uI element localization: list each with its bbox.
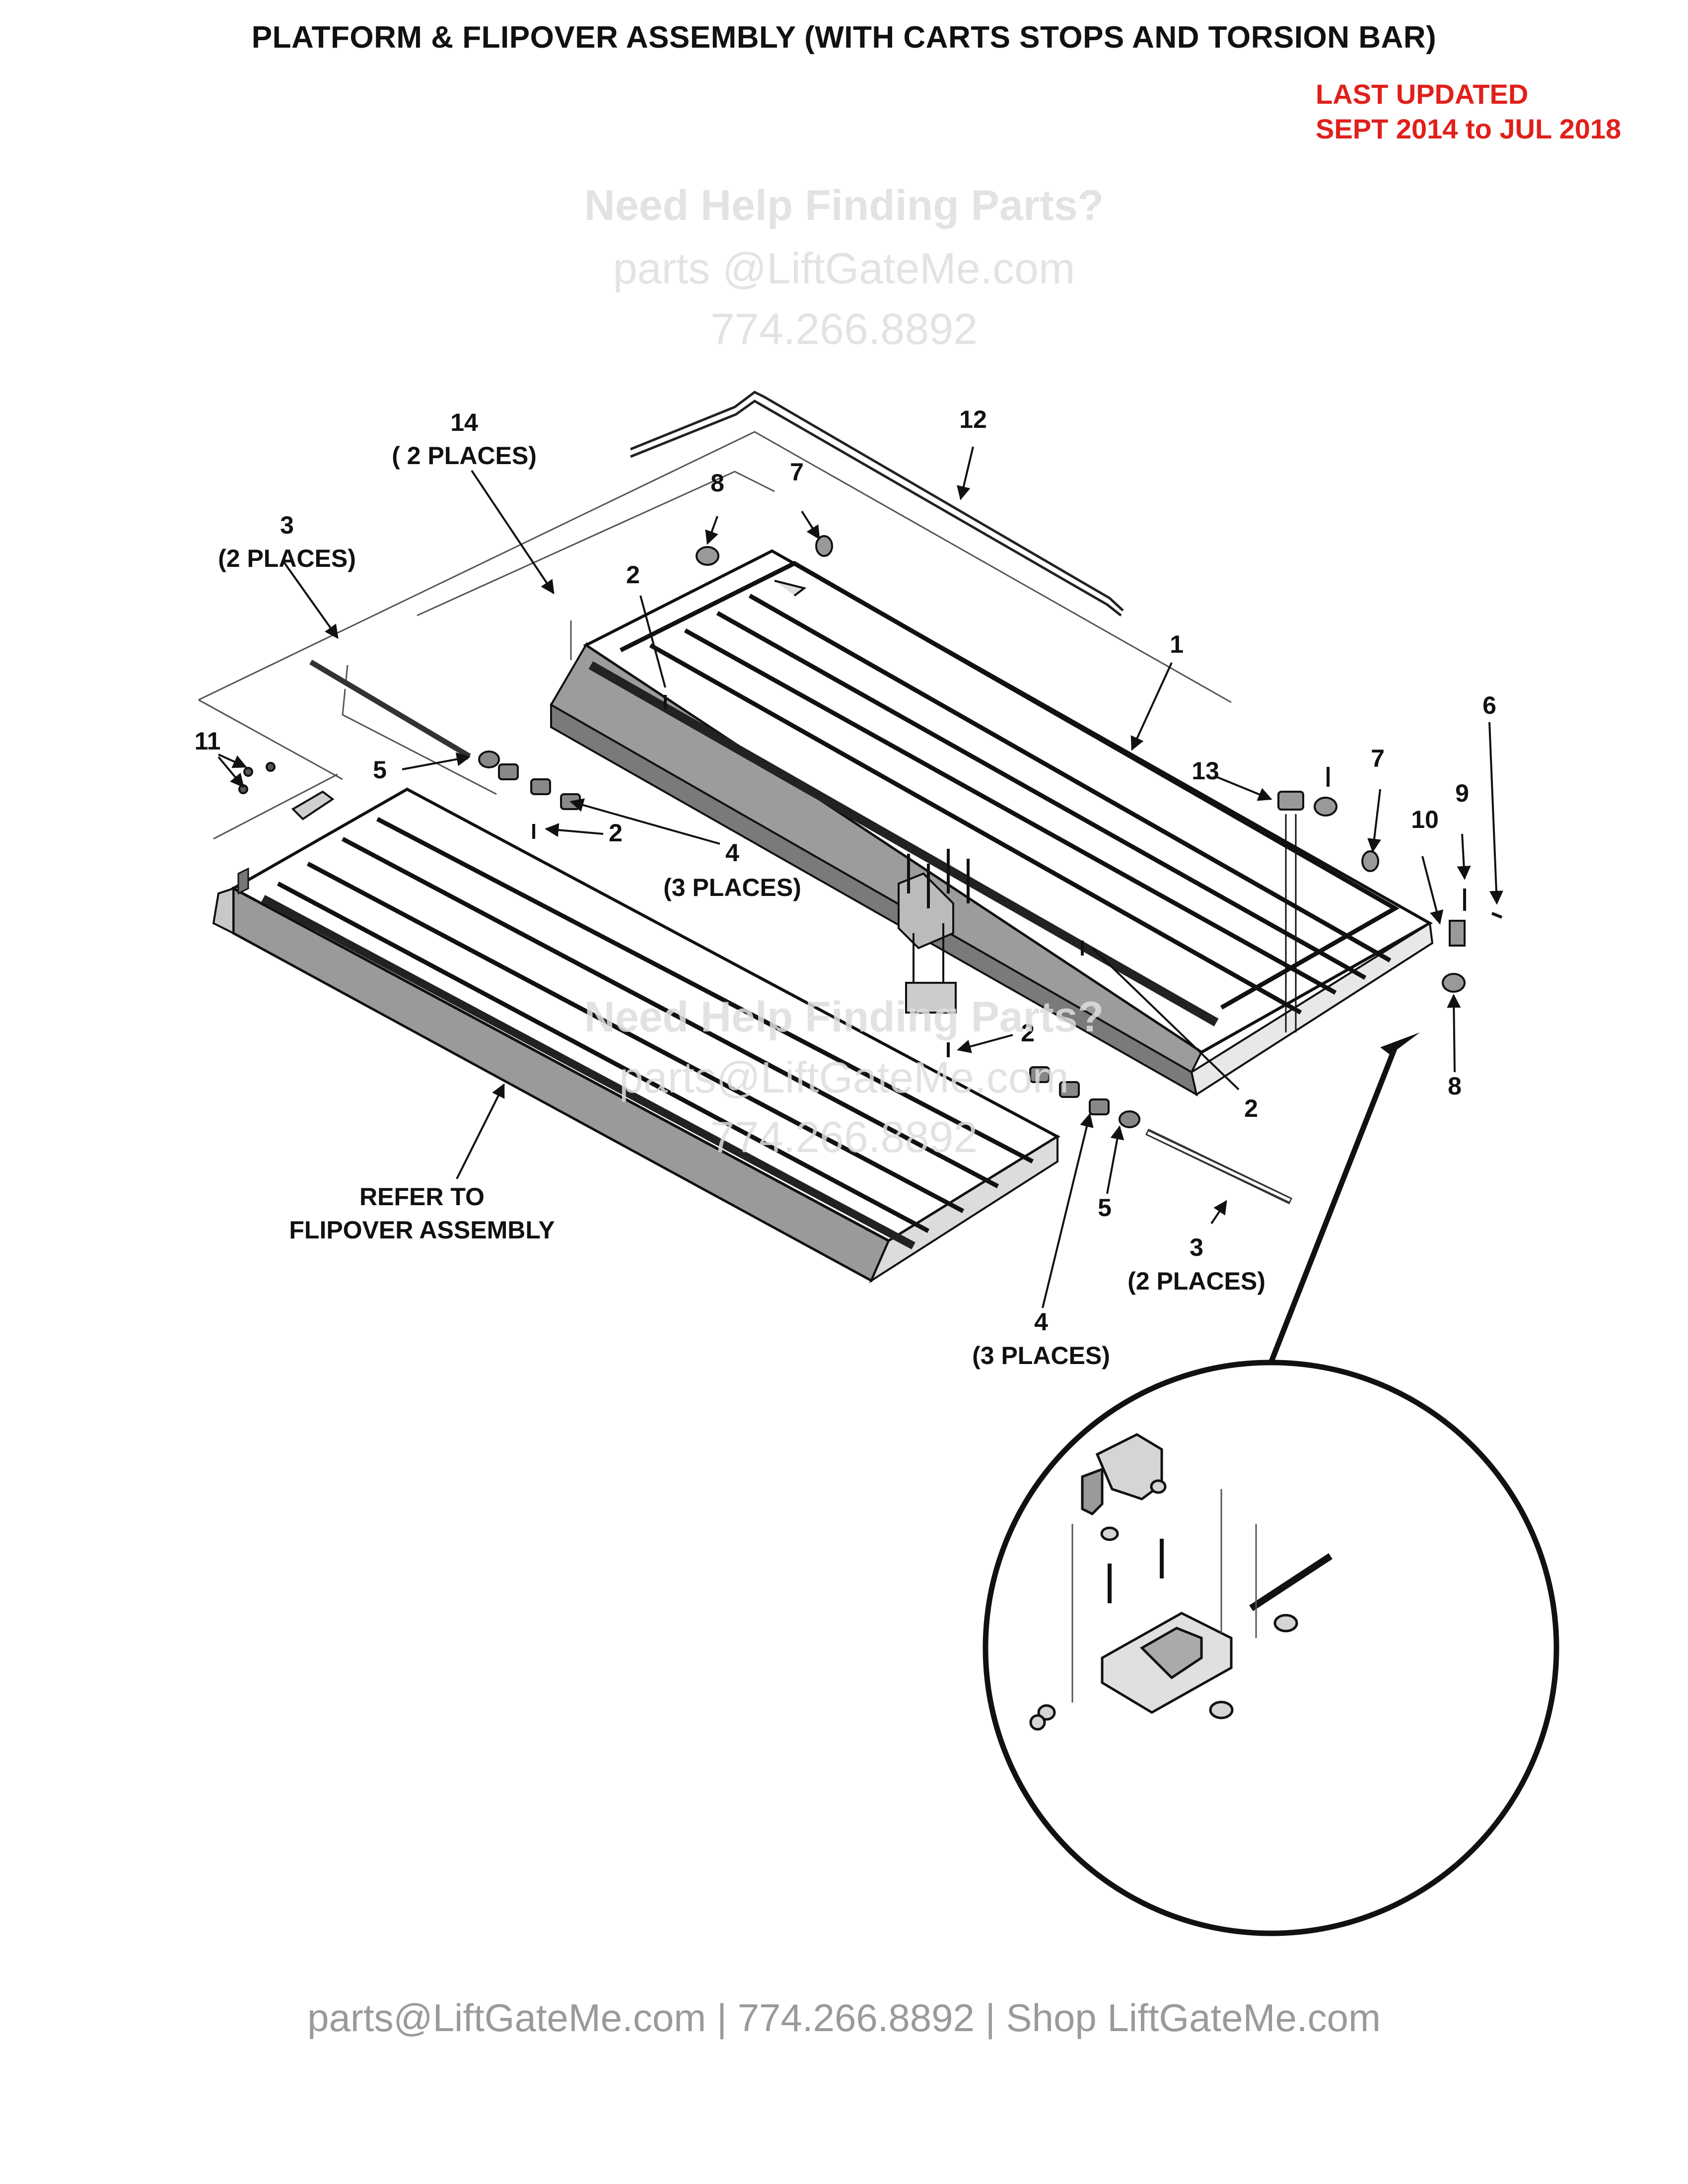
callout-2-a: 2 [626, 561, 640, 589]
main-platform [550, 549, 1434, 1096]
flipover-assembly-label: FLIPOVER ASSEMBLY [289, 1216, 555, 1244]
watermark-center-email: parts@LiftGateMe.com [619, 1053, 1069, 1102]
callout-2-d: 2 [1244, 1094, 1258, 1122]
footer-contact: parts@LiftGateMe.com | 774.266.8892 | Sh… [307, 1996, 1381, 2040]
callout-8-right: 8 [1448, 1072, 1462, 1100]
callout-3-right: 3 [1190, 1233, 1203, 1261]
callout-2-c: 2 [1021, 1019, 1035, 1047]
callout-3-left: 3 [280, 511, 294, 539]
watermark-email: parts @LiftGateMe.com [613, 244, 1075, 293]
refer-to-label: REFER TO [359, 1183, 485, 1211]
hinge-bushings-left [307, 659, 581, 810]
callout-4-left: 4 [725, 839, 739, 867]
callout-4-left-note: (3 PLACES) [663, 874, 801, 901]
hinge-bushings-right [1029, 1066, 1293, 1205]
callout-7-top: 7 [790, 458, 804, 486]
last-updated-label: LAST UPDATED [1316, 78, 1529, 110]
callout-2-b: 2 [609, 819, 623, 847]
callout-6: 6 [1482, 691, 1496, 719]
watermark-phone: 774.266.8892 [710, 304, 978, 353]
last-updated-range: SEPT 2014 to JUL 2018 [1316, 113, 1621, 144]
callout-1: 1 [1170, 630, 1184, 658]
center-bracket-bolts [898, 849, 970, 1014]
leader-lines [217, 446, 1503, 1308]
watermark-center-phone: 774.266.8892 [710, 1112, 978, 1161]
callout-14-note: ( 2 PLACES) [392, 442, 537, 470]
callout-5-left: 5 [373, 756, 387, 784]
callout-9: 9 [1455, 779, 1469, 807]
last-updated-note: LAST UPDATED SEPT 2014 to JUL 2018 [1316, 77, 1621, 146]
callout-4-right-note: (3 PLACES) [972, 1342, 1110, 1369]
detail-circle [983, 1032, 1559, 1936]
callout-4-right: 4 [1034, 1308, 1048, 1336]
callout-5-right: 5 [1098, 1194, 1112, 1222]
flipover-platform [212, 787, 1061, 1284]
callout-7-right: 7 [1371, 745, 1385, 772]
callout-3-right-note: (2 PLACES) [1127, 1267, 1266, 1295]
callout-14: 14 [450, 409, 478, 436]
hinge-plate-bracket [238, 762, 335, 820]
callout-12: 12 [959, 406, 987, 433]
phantom-lines [198, 431, 1232, 840]
callout-labels: 14 ( 2 PLACES) 12 8 7 3 (2 PLACES) 2 1 6… [195, 406, 1496, 1369]
callout-10: 10 [1411, 806, 1439, 833]
callout-8-top: 8 [710, 469, 724, 497]
callout-13: 13 [1192, 757, 1219, 785]
watermark-center-heading: Need Help Finding Parts? [584, 993, 1104, 1041]
cart-stop-hardware [696, 535, 1503, 1032]
watermark-heading: Need Help Finding Parts? [584, 182, 1104, 229]
torsion-bar [630, 391, 1124, 616]
callout-3-left-note: (2 PLACES) [218, 545, 356, 572]
hinge-pins [532, 695, 1084, 1057]
callout-11: 11 [195, 727, 221, 755]
page-title: PLATFORM & FLIPOVER ASSEMBLY (WITH CARTS… [251, 20, 1437, 55]
